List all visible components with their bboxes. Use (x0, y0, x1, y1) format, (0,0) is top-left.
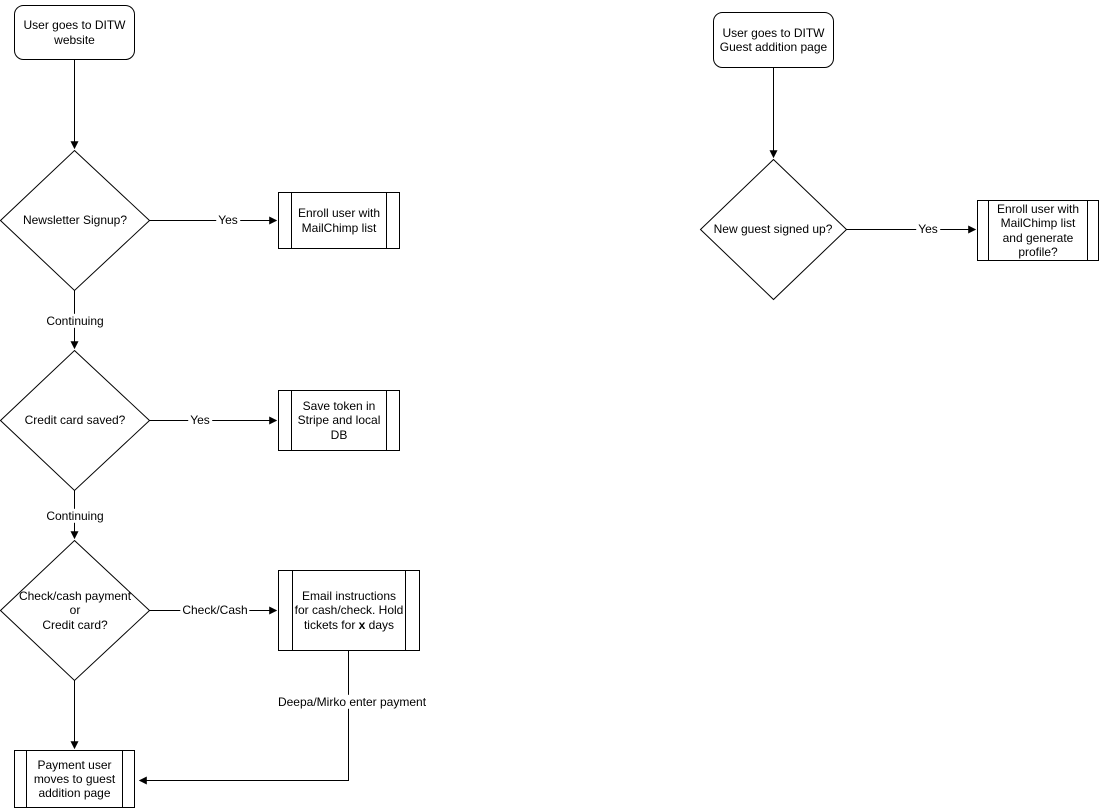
process-email-text-pre: Email instructions for cash/check. Hold … (294, 589, 404, 632)
decision-credit-card-shape (0, 349, 151, 492)
process-enroll-mailchimp-shape (278, 192, 400, 249)
start-node-right-label: User goes to DITW Guest addition page (719, 25, 828, 54)
edge-label-yes-new-guest: Yes (916, 221, 940, 237)
decision-payment-type-label: Check/cash payment or Credit card? (18, 589, 132, 632)
decision-payment-type-shape (0, 539, 151, 682)
process-email-instructions-shape (278, 570, 420, 651)
process-email-text-post: days (365, 617, 395, 632)
terminator-start-left-shape (14, 5, 135, 60)
process-payment-user-moves-label: Payment user moves to guest addition pag… (33, 757, 116, 801)
decision-new-guest-shape (699, 158, 848, 301)
process-payment-user-moves-shape (14, 750, 135, 808)
process-email-instructions-text: Email instructions for cash/check. Hold … (295, 589, 404, 631)
edge-label-continuing-2: Continuing (44, 508, 106, 524)
edge-label-deepa-mirko: Deepa/Mirko enter payment (275, 694, 429, 710)
process-enroll-mailchimp-label: Enroll user with MailChimp list (297, 206, 381, 235)
edge-label-yes-credit: Yes (188, 412, 212, 428)
decision-newsletter-shape (0, 149, 151, 292)
process-email-instructions-label: Email instructions for cash/check. Hold … (278, 570, 420, 651)
edge-label-yes-newsletter: Yes (216, 212, 240, 228)
decision-new-guest-label: New guest signed up? (713, 222, 833, 237)
process-email-bold-x: x (358, 617, 366, 632)
connector-deepa-mirko-enter-payment (138, 650, 349, 785)
start-node-left-label: User goes to DITW website (23, 18, 126, 47)
process-enroll-generate-profile-label: Enroll user with MailChimp list and gene… (996, 202, 1080, 259)
process-save-token-shape (278, 390, 400, 451)
decision-credit-card-label: Credit card saved? (24, 413, 126, 428)
decision-newsletter-label: Newsletter Signup? (22, 213, 128, 228)
edge-label-continuing-1: Continuing (44, 313, 106, 329)
process-save-token-label: Save token in Stripe and local DB (297, 399, 381, 442)
process-enroll-generate-profile-shape (977, 200, 1099, 261)
edge-label-check-cash: Check/Cash (180, 602, 250, 618)
terminator-start-right-shape (713, 12, 834, 68)
